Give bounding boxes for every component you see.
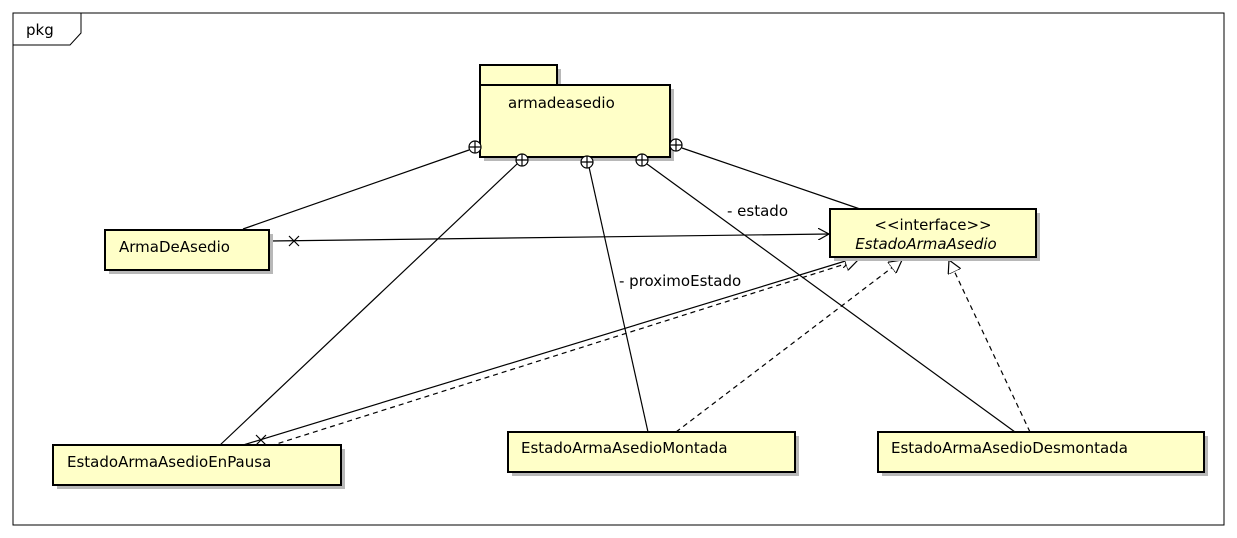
frame-tab — [13, 13, 82, 46]
nesting-symbol-2 — [515, 153, 529, 167]
class-estado-en-pausa[interactable]: EstadoArmaAsedioEnPausa — [52, 444, 345, 489]
interface-estado-arma-asedio[interactable]: <<interface>> EstadoArmaAsedio — [829, 208, 1040, 261]
nesting-symbol-1 — [468, 140, 482, 154]
class-estado-montada[interactable]: EstadoArmaAsedioMontada — [507, 431, 799, 476]
frame-tag: pkg — [26, 21, 54, 39]
nesting-symbol-4 — [635, 153, 649, 167]
class-estado-en-pausa-name: EstadoArmaAsedioEnPausa — [67, 453, 271, 471]
nesting-line-arma — [242, 149, 470, 230]
nesting-line-montada — [588, 166, 649, 433]
nesting-line-interface — [681, 147, 861, 210]
class-estado-desmontada[interactable]: EstadoArmaAsedioDesmontada — [877, 431, 1208, 476]
class-estado-montada-name: EstadoArmaAsedioMontada — [521, 439, 728, 457]
label-estado: - estado — [727, 202, 788, 220]
class-estado-desmontada-name: EstadoArmaAsedioDesmontada — [891, 439, 1128, 457]
non-navigable-x-arma — [288, 235, 300, 247]
interface-stereotype: <<interface>> — [874, 216, 991, 234]
package-name: armadeasedio — [508, 94, 615, 112]
class-arma-de-asedio-name: ArmaDeAsedio — [119, 238, 230, 256]
nesting-line-desmontada — [646, 163, 1016, 433]
association-proximo-estado — [239, 259, 852, 447]
class-arma-de-asedio[interactable]: ArmaDeAsedio — [104, 229, 273, 274]
package-armadeasedio[interactable]: armadeasedio — [479, 64, 674, 161]
label-proximo-estado: - proximoEstado — [619, 272, 741, 290]
nesting-line-enpausa — [218, 163, 518, 447]
nesting-symbol-5 — [669, 138, 683, 152]
realization-desmontada — [949, 260, 1031, 433]
non-navigable-x-enpausa — [255, 434, 267, 446]
nesting-symbol-3 — [580, 155, 594, 169]
interface-name: EstadoArmaAsedio — [855, 235, 996, 253]
nesting-symbols — [468, 138, 683, 169]
realization-montada — [675, 260, 902, 433]
realization-enpausa — [269, 260, 858, 447]
diagram-frame — [12, 12, 1225, 526]
association-estado — [269, 234, 829, 242]
